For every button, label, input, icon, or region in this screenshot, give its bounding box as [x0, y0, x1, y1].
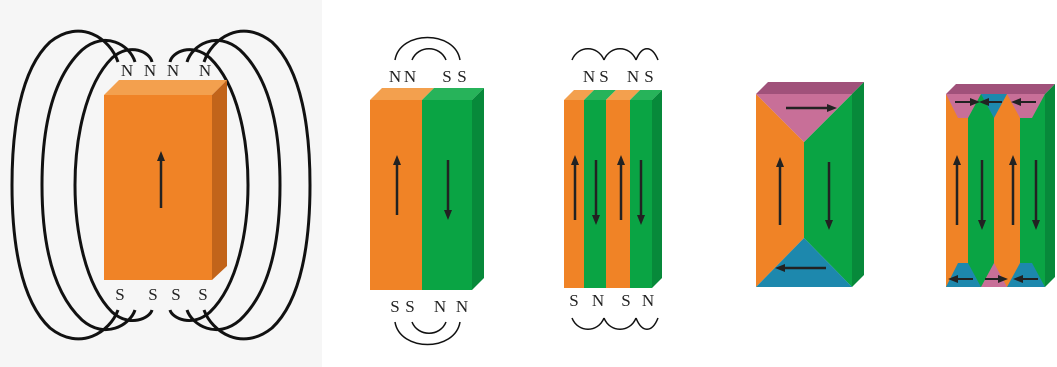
block-top-face	[756, 82, 864, 94]
field-line-right-1	[168, 48, 250, 323]
field-line-left-3	[73, 48, 154, 323]
domain-stripes	[946, 94, 1045, 287]
block-single	[104, 80, 227, 280]
pole-label: S	[569, 291, 578, 310]
pole-label: S	[198, 285, 207, 304]
pole-labels-top: N N S S	[389, 67, 467, 86]
closure-domains-top	[946, 94, 1045, 118]
field-line-left-2	[40, 38, 137, 332]
field-arc-top	[635, 48, 659, 61]
pole-labels-top: N S N S	[583, 67, 654, 86]
field-arc-bottom	[571, 317, 605, 330]
domain-down	[422, 88, 484, 290]
pole-label: N	[456, 297, 468, 316]
pole-label: S	[115, 285, 124, 304]
pole-label: S	[621, 291, 630, 310]
field-arc-top	[603, 48, 637, 61]
pole-label: N	[404, 67, 416, 86]
panel-multi-closure-domains	[946, 84, 1055, 287]
field-arc-inner-top	[411, 48, 447, 61]
closure-domain-bottom	[756, 238, 852, 287]
pole-labels-top: N N N N	[121, 61, 211, 80]
domain-stripes	[564, 90, 662, 288]
pole-label: S	[644, 67, 653, 86]
field-lines	[394, 36, 461, 346]
pole-label: S	[405, 297, 414, 316]
field-line-right-2	[185, 38, 282, 332]
domain-up	[370, 88, 434, 290]
block-top-face	[946, 84, 1055, 94]
panel-single-domain: N N N N S S S S	[10, 29, 312, 341]
field-arc-outer-top	[394, 36, 461, 61]
pole-labels-bottom: S S N N	[390, 297, 468, 316]
block-top-face	[104, 80, 227, 95]
block-front-face	[104, 95, 212, 280]
pole-labels-bottom: S S S S	[115, 285, 207, 304]
block-side-face	[212, 80, 227, 280]
pole-label: S	[390, 297, 399, 316]
block-side-face	[852, 82, 864, 287]
field-arc-top	[571, 48, 605, 61]
pole-label: N	[389, 67, 401, 86]
field-lines	[571, 48, 659, 330]
field-arc-bottom	[603, 317, 637, 330]
field-lines	[10, 29, 312, 341]
pole-label: S	[442, 67, 451, 86]
pole-label: N	[199, 61, 211, 80]
pole-label: N	[592, 291, 604, 310]
pole-label: N	[627, 67, 639, 86]
field-arc-bottom	[635, 317, 659, 330]
pole-labels-bottom: S N S N	[569, 291, 654, 310]
field-arc-outer-bottom	[394, 321, 461, 346]
pole-label: N	[642, 291, 654, 310]
closure-domains-bottom	[946, 263, 1045, 287]
pole-label: S	[599, 67, 608, 86]
field-line-left-1	[10, 29, 120, 341]
field-arc-inner-bottom	[411, 321, 447, 334]
pole-label: S	[171, 285, 180, 304]
field-line-right-3	[202, 29, 312, 341]
block-side-face	[1045, 84, 1055, 287]
pole-label: N	[434, 297, 446, 316]
pole-label: N	[167, 61, 179, 80]
panel-closure-domains	[756, 82, 864, 287]
panel-four-domains: N S N S S N S N	[564, 48, 662, 330]
pole-label: N	[144, 61, 156, 80]
pole-label: N	[583, 67, 595, 86]
pole-label: S	[148, 285, 157, 304]
panel-two-domains: N N S S S S N N	[370, 36, 484, 346]
pole-label: N	[121, 61, 133, 80]
pole-label: S	[457, 67, 466, 86]
